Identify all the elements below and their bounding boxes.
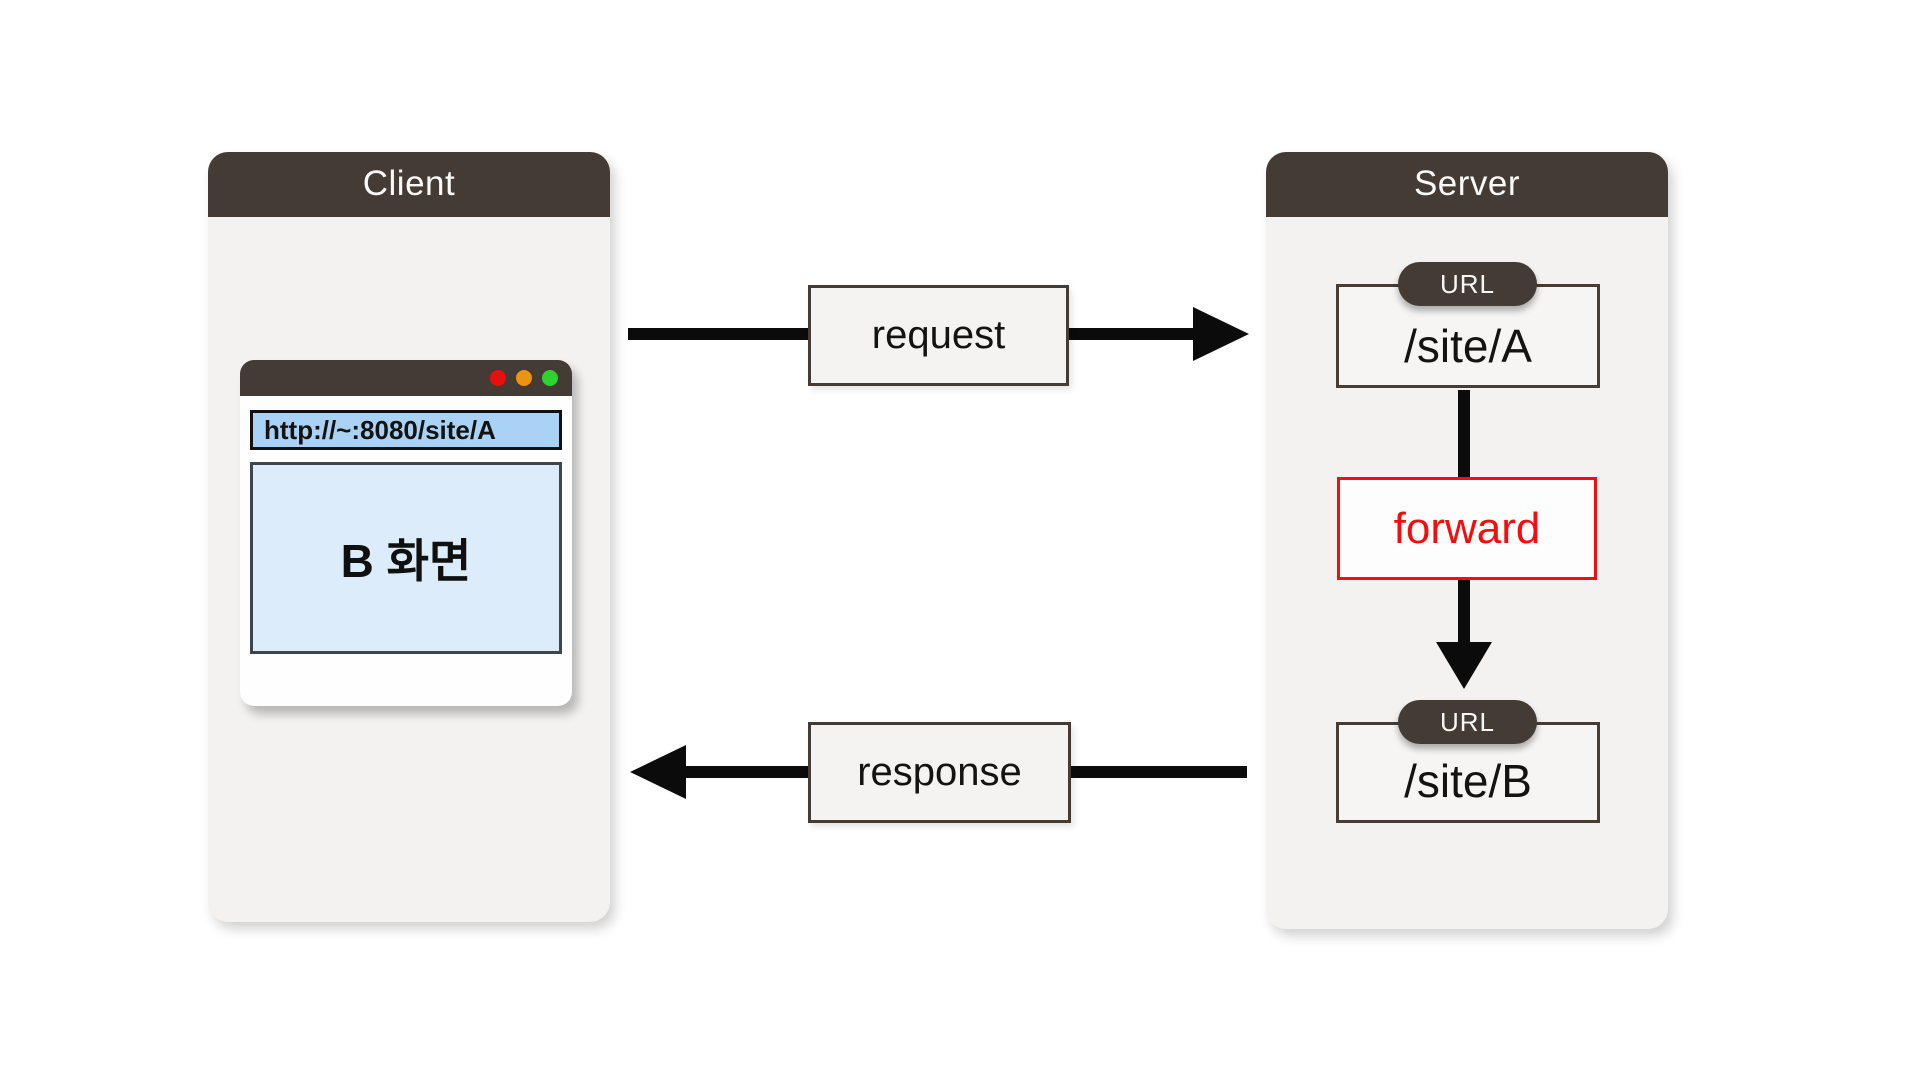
forward-box: forward (1337, 477, 1597, 580)
address-bar: http://~:8080/site/A (250, 410, 562, 450)
client-panel-title: Client (208, 152, 610, 217)
url-badge-b: URL (1398, 700, 1537, 744)
url-badge-a: URL (1398, 262, 1537, 306)
response-arrowhead-icon (630, 745, 686, 799)
maximize-icon (542, 370, 558, 386)
client-panel: Client http://~:8080/site/A B 화면 (208, 152, 610, 922)
server-panel: Server /site/A URL forward /site/B URL (1266, 152, 1668, 929)
browser-titlebar (240, 360, 572, 396)
request-label: request (808, 285, 1069, 386)
minimize-icon (516, 370, 532, 386)
forward-flow-line-bottom (1458, 580, 1470, 644)
close-icon (490, 370, 506, 386)
server-panel-title: Server (1266, 152, 1668, 217)
response-label: response (808, 722, 1071, 823)
traffic-lights (490, 370, 558, 386)
browser-screen: B 화면 (250, 462, 562, 654)
browser-window: http://~:8080/site/A B 화면 (240, 360, 572, 706)
forward-arrowhead-icon (1436, 642, 1492, 689)
request-arrowhead-icon (1193, 307, 1249, 361)
forward-flow-line-top (1458, 390, 1470, 478)
